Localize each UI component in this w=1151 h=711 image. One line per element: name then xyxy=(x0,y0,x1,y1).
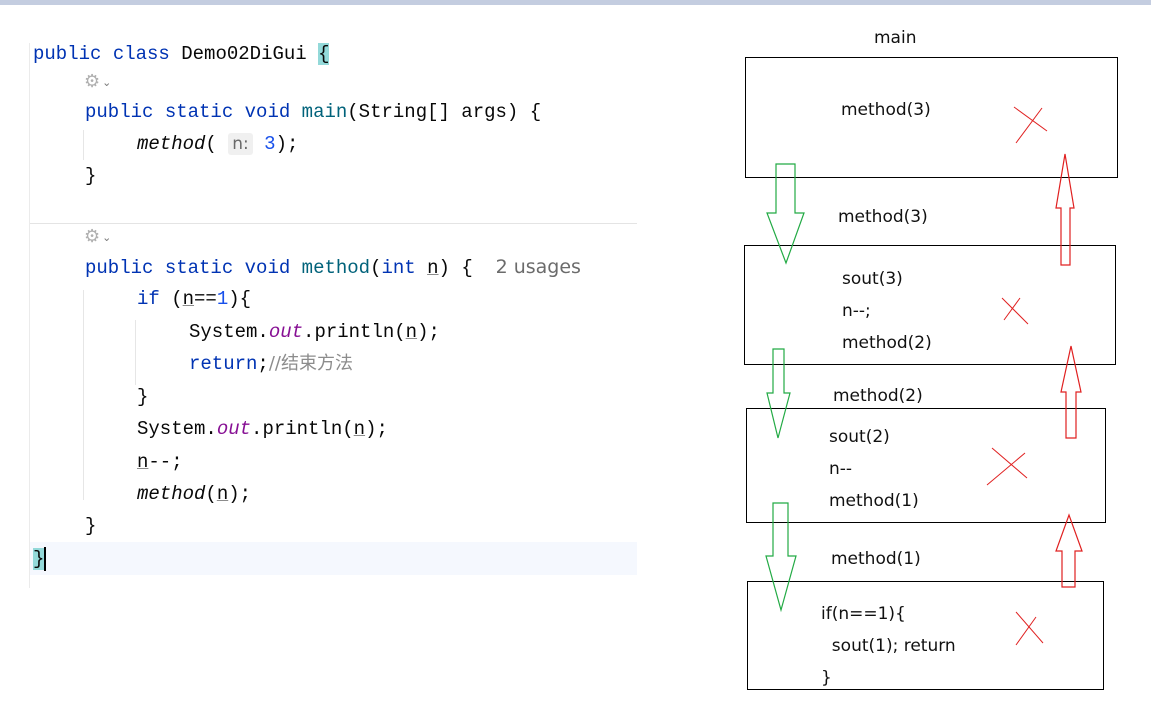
stack-frame-method2 xyxy=(746,408,1106,523)
return-arrow-up xyxy=(1060,345,1082,439)
code-comment: //结束方法 xyxy=(268,353,353,374)
frame-line: method(2) xyxy=(842,333,932,353)
cross-icon xyxy=(1013,106,1048,144)
chevron-down-icon[interactable]: ⌄ xyxy=(102,230,112,244)
code-line-close-main: } xyxy=(85,165,97,187)
stack-frame-method3 xyxy=(744,245,1116,365)
code-line-if: if (n==1){ xyxy=(137,288,252,310)
frame-line: sout(1); return xyxy=(821,636,956,656)
cross-icon xyxy=(986,447,1028,486)
code-line-close-if: } xyxy=(137,386,149,408)
call-arrow-down xyxy=(766,348,791,439)
matched-brace: } xyxy=(33,548,45,570)
window-top-bar xyxy=(0,0,1151,5)
code-line-method-signature: public static void method(int n) { 2 usa… xyxy=(85,256,581,279)
frame-line: if(n==1){ xyxy=(821,604,906,624)
code-line-main-call: method( n: 3); xyxy=(137,133,299,155)
stack-frame-method1 xyxy=(747,581,1104,690)
frame-line: sout(2) xyxy=(829,427,890,447)
frame-line: method(1) xyxy=(829,491,919,511)
frame-line: n--; xyxy=(842,301,871,321)
run-gutter-icon[interactable]: ⚙⌄ xyxy=(84,226,112,247)
code-line-main-signature: public static void main(String[] args) { xyxy=(85,101,542,123)
method-separator xyxy=(30,223,637,224)
code-editor[interactable]: public class Demo02DiGui { ⚙⌄ public sta… xyxy=(0,5,640,605)
run-gutter-icon[interactable]: ⚙⌄ xyxy=(84,71,112,92)
chevron-down-icon[interactable]: ⌄ xyxy=(102,75,112,89)
frame-title-method2: method(2) xyxy=(833,386,923,406)
code-line-print-outer: System.out.println(n); xyxy=(137,418,388,440)
usages-link[interactable]: 2 usages xyxy=(495,256,581,278)
indent-guide xyxy=(83,290,84,500)
matched-brace: { xyxy=(318,43,330,65)
code-line-close-method: } xyxy=(85,515,97,537)
call-arrow-down xyxy=(766,163,805,265)
frame-title-method3: method(3) xyxy=(838,207,928,227)
code-line-decrement: n--; xyxy=(137,451,183,473)
stack-frame-main xyxy=(745,57,1118,178)
code-line-class: public class Demo02DiGui { xyxy=(33,43,330,65)
cross-icon xyxy=(1015,611,1044,646)
frame-title-method1: method(1) xyxy=(831,549,921,569)
call-arrow-down xyxy=(765,502,797,613)
cross-icon xyxy=(1001,297,1029,325)
code-line-print-inner: System.out.println(n); xyxy=(189,321,440,343)
parameter-hint: n: xyxy=(228,133,253,155)
indent-guide xyxy=(135,320,136,385)
code-line-recurse: method(n); xyxy=(137,483,252,505)
text-cursor xyxy=(44,547,47,571)
frame-line: sout(3) xyxy=(842,269,903,289)
code-line-close-class: } xyxy=(33,547,47,571)
frame-line: n-- xyxy=(829,459,853,479)
frame-title-main: main xyxy=(874,28,917,48)
code-line-return: return;//结束方法 xyxy=(189,353,353,375)
indent-guide xyxy=(83,130,84,160)
gutter-divider xyxy=(29,43,30,588)
return-arrow-up xyxy=(1055,513,1083,588)
current-line-highlight xyxy=(30,542,637,575)
frame-line: } xyxy=(821,668,832,688)
frame-line: method(3) xyxy=(841,100,931,120)
return-arrow-up xyxy=(1055,153,1075,266)
